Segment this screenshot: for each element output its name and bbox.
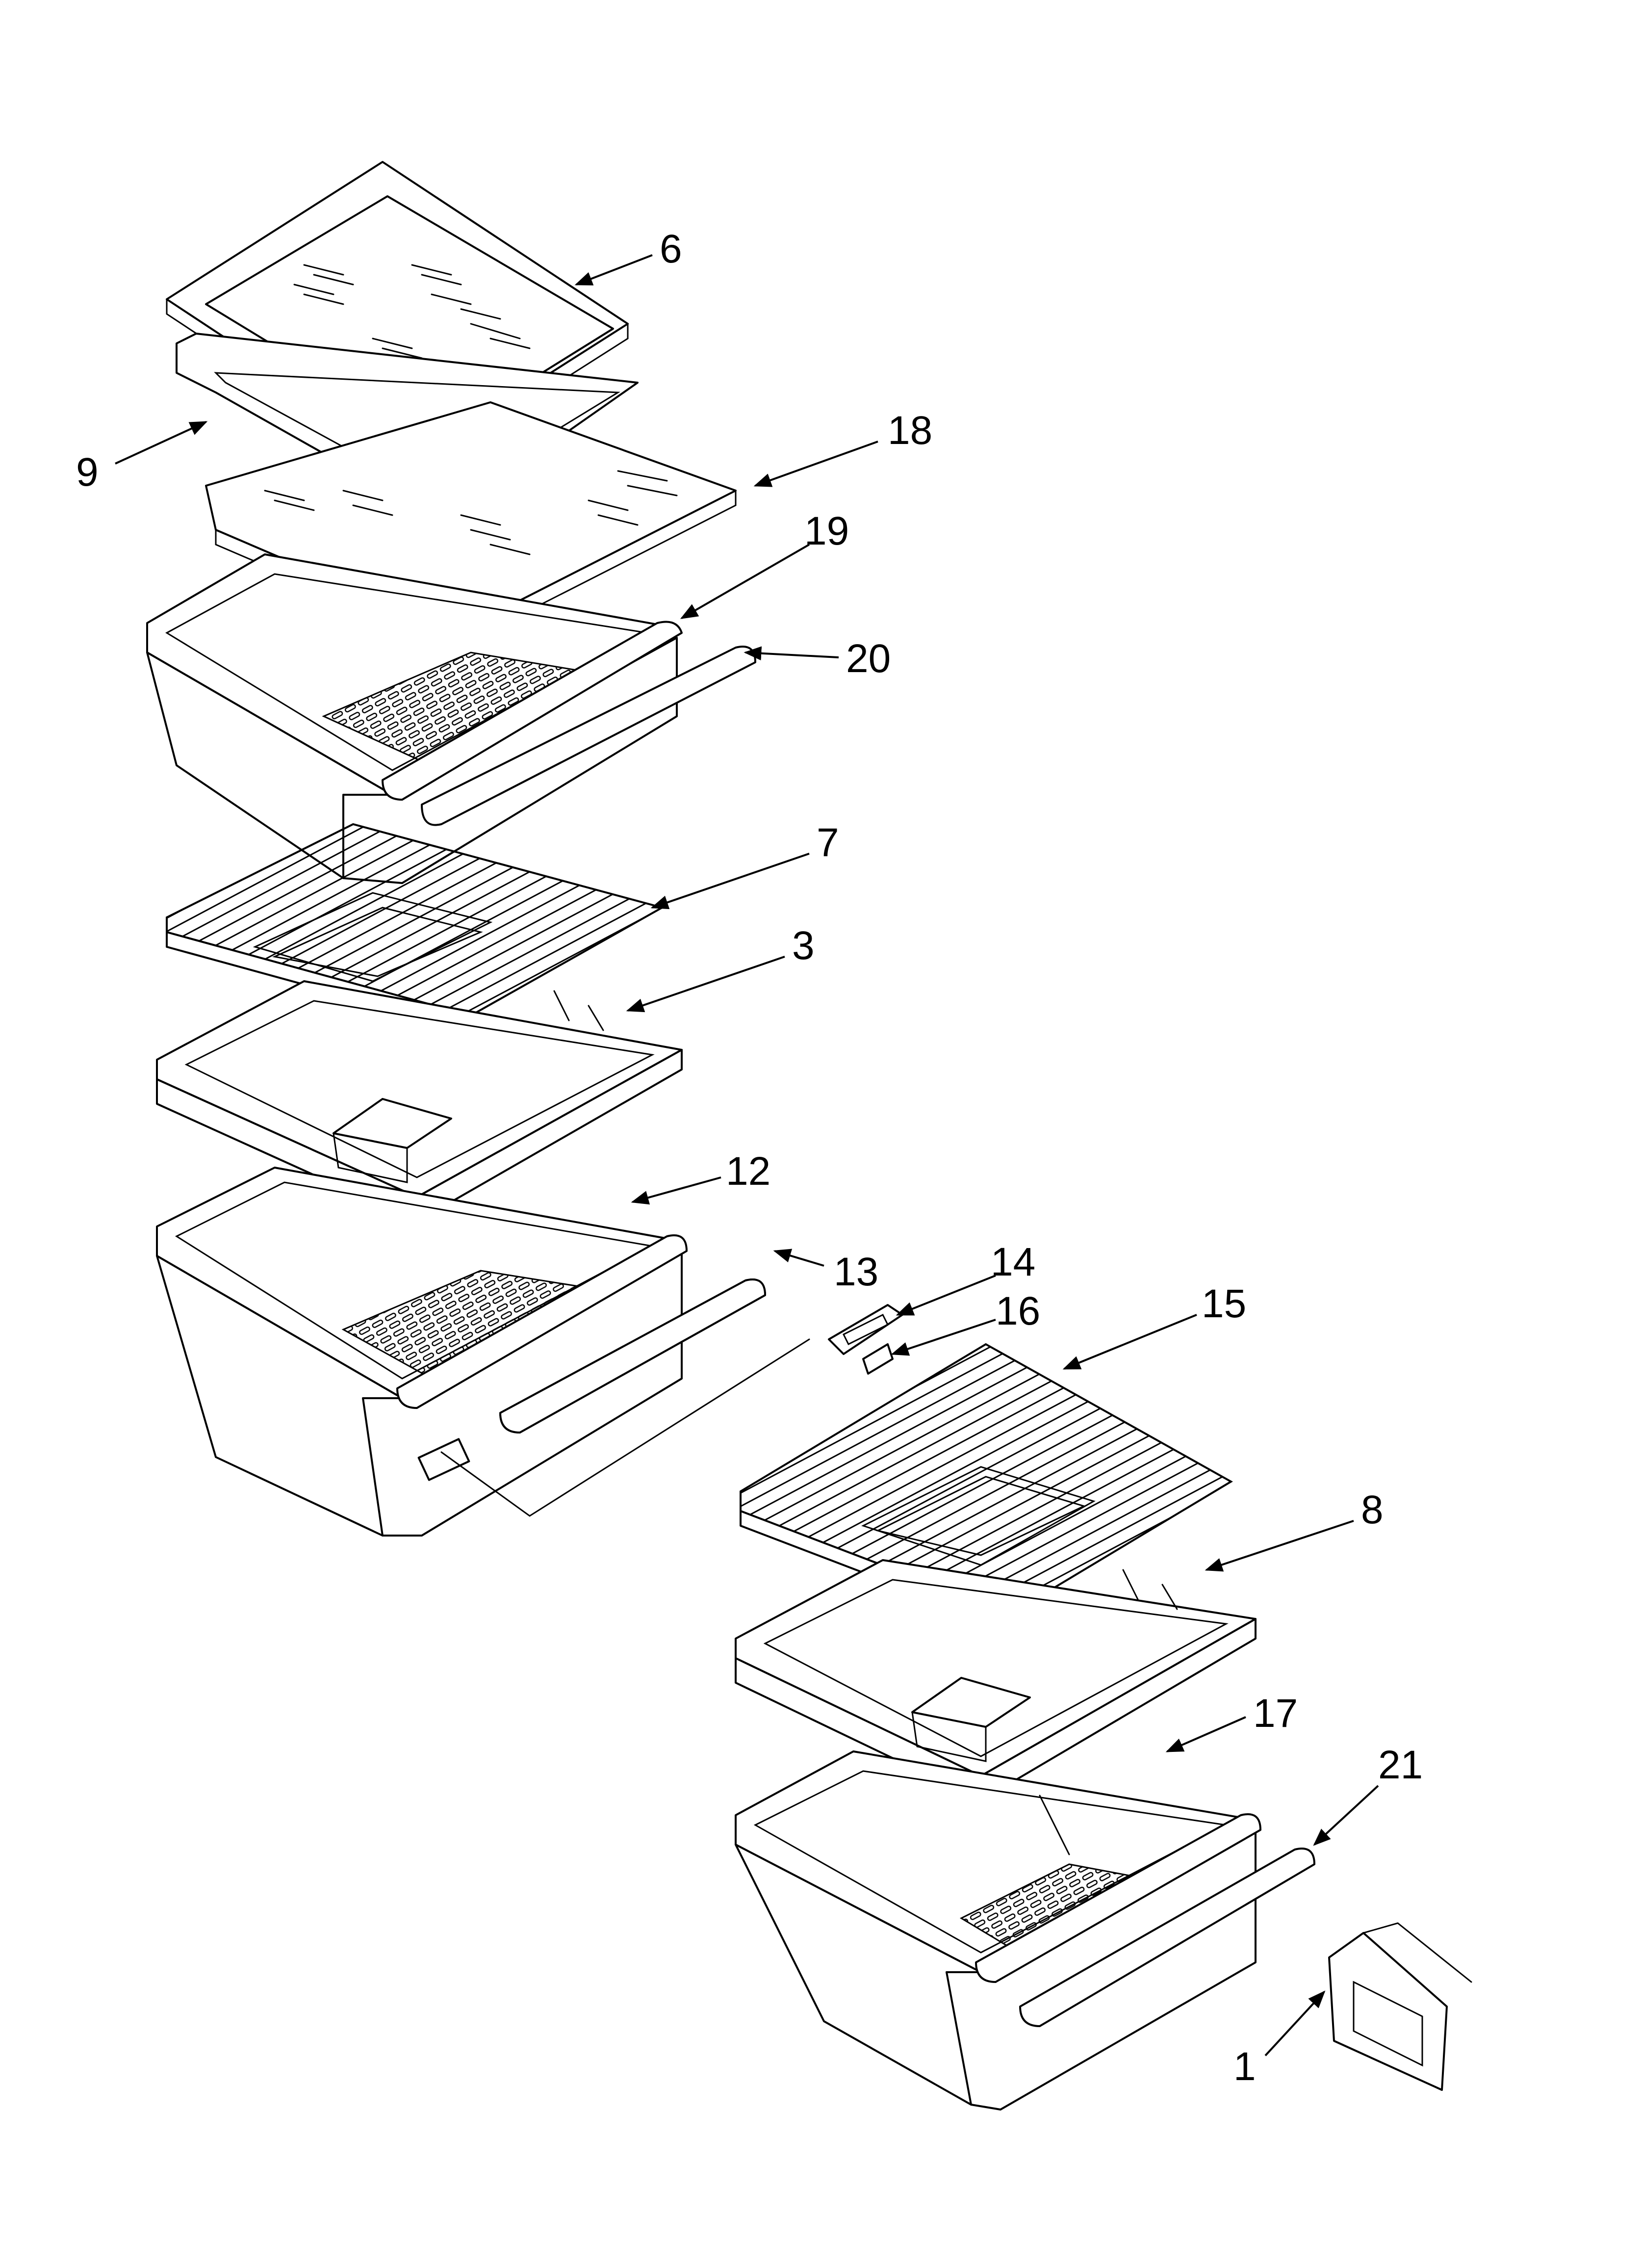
clip-14 [828,1304,903,1355]
glass-shelf-7 [166,823,665,1031]
callout-20: 20 [846,636,891,681]
drawer-handle-13 [499,1278,766,1434]
callout-6: 6 [660,227,682,271]
callout-8: 8 [1361,1487,1384,1532]
callout-1: 1 [1233,2044,1256,2089]
leader-lines [115,254,1379,2057]
crisper-drawer-12 [156,1167,810,1537]
callout-18: 18 [888,408,932,453]
callout-17: 17 [1253,1691,1298,1736]
callout-19: 19 [804,509,849,553]
callout-15: 15 [1202,1281,1246,1326]
callout-13: 13 [834,1250,878,1294]
callout-9: 9 [76,450,99,495]
callout-3: 3 [792,923,815,968]
drawer-handle-21 [1019,1848,1315,2027]
callout-7: 7 [817,820,839,865]
drawer-handle-20 [421,646,756,826]
label-1 [1328,1922,1472,2091]
callout-16: 16 [996,1289,1040,1333]
callout-12: 12 [726,1149,770,1194]
callout-21: 21 [1378,1743,1423,1787]
clip-16 [862,1343,894,1375]
shelf-frame-3 [156,980,683,1223]
callout-14: 14 [991,1240,1035,1284]
shelf-frame-8 [735,1559,1257,1801]
